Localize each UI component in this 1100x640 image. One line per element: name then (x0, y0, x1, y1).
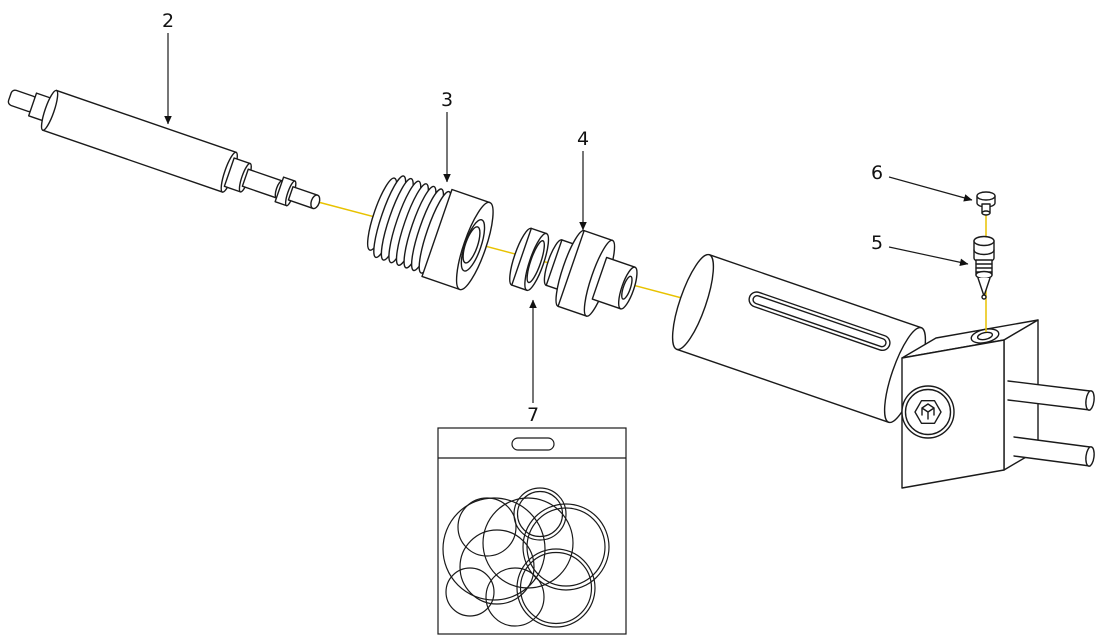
callout-5-leader (888, 246, 969, 267)
seal-ring-part (509, 227, 550, 292)
hex-socket-screw (901, 385, 955, 439)
threaded-bushing-part (366, 175, 494, 291)
callout-6-leader (888, 176, 973, 202)
o-ring (526, 507, 606, 587)
callout-6-label: 6 (871, 162, 883, 184)
ring-hole (526, 240, 546, 284)
o-ring (516, 490, 564, 538)
o-ring (516, 548, 596, 628)
shaft-edge (40, 89, 59, 131)
o-ring-bag (437, 427, 627, 635)
o-ring (522, 503, 610, 591)
pin-fill (1008, 381, 1090, 410)
body-slot (748, 291, 891, 352)
o-ring (445, 567, 495, 617)
callout-3: 3 (441, 89, 453, 183)
callouts: 2 3 4 7 6 5 (162, 10, 973, 426)
pin-end-face (1085, 446, 1095, 467)
hex-socket-depth (921, 403, 935, 420)
callout-6: 6 (871, 162, 973, 202)
callout-5-label: 5 (871, 232, 883, 254)
body-bottom-edge (676, 348, 890, 423)
callout-5: 5 (871, 232, 969, 267)
pin-fill (1014, 437, 1090, 466)
callout-4-label: 4 (577, 128, 589, 150)
stem-tip-ball (981, 294, 987, 300)
screw-head-top (976, 191, 996, 201)
cylinder-body-part (671, 253, 927, 424)
callout-7: 7 (527, 299, 539, 426)
slot-inner (752, 294, 887, 348)
callout-3-label: 3 (441, 89, 453, 111)
block-top-port-bore (976, 331, 994, 341)
nozzle-cap-part (543, 229, 638, 317)
stem-cap-band (973, 249, 995, 256)
shaft-end-face (310, 194, 321, 210)
cap-bore (621, 275, 633, 300)
valve-block-part (901, 319, 1095, 489)
o-ring (459, 529, 535, 605)
bag-hang-hole (511, 437, 555, 451)
body-fill (676, 254, 922, 423)
o-ring (485, 567, 545, 627)
mounting-pin-bottom (1013, 436, 1095, 467)
screw-stem-end (981, 210, 991, 216)
callout-2-label: 2 (162, 10, 174, 32)
o-ring (513, 487, 567, 541)
callout-7-label: 7 (527, 404, 539, 426)
callout-4: 4 (577, 128, 589, 231)
o-ring (519, 551, 593, 625)
o-ring (442, 497, 546, 601)
stem-cap-top (973, 235, 995, 247)
valve-screw-part (976, 191, 996, 216)
callout-2: 2 (162, 10, 174, 125)
mounting-pin-top (1007, 380, 1095, 411)
shaft-main-body (42, 89, 237, 193)
o-ring (457, 497, 517, 557)
valve-stem-part (973, 235, 995, 300)
pin-end-face (1085, 390, 1095, 411)
body-top-edge (708, 253, 922, 329)
shaft-part (7, 89, 321, 210)
body-front-face (671, 253, 715, 351)
stem-needle-tip (977, 277, 991, 297)
bag-outline (437, 427, 627, 635)
bushing-bore-inner (462, 226, 481, 264)
slot-outer (748, 291, 891, 352)
